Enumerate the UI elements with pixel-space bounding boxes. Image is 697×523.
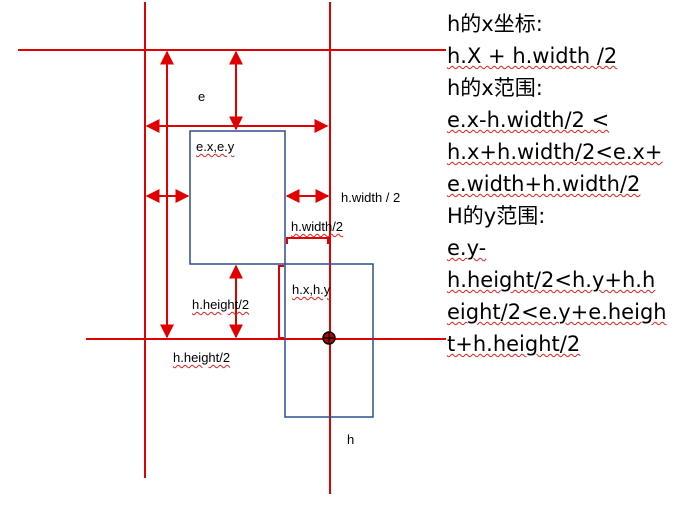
note-line: t+h.height/2 — [447, 332, 581, 356]
note-line: h.x+h.width/2<e.x+ — [447, 140, 663, 164]
note-line: e.y- — [447, 236, 487, 260]
note-line: h.X + h.width /2 — [447, 44, 618, 68]
h-half-width-bracket — [286, 237, 329, 244]
label-e: e — [198, 89, 206, 104]
note-line: h的x范围: — [447, 76, 543, 100]
label-h-height-half-bottom: h.height/2 — [173, 350, 231, 365]
note-line: h的x坐标: — [447, 12, 543, 36]
label-h-height-half-mid: h.height/2 — [192, 297, 250, 312]
range-notes: h的x坐标: h.X + h.width /2 h的x范围: e.x-h.wid… — [447, 8, 695, 360]
note-line: eight/2<e.y+e.heigh — [447, 300, 667, 324]
note-line: e.x-h.width/2 < — [447, 108, 610, 132]
label-e-xy: e.x,e.y — [196, 139, 235, 154]
note-line: H的y范围: — [447, 204, 546, 228]
note-line: e.width+h.width/2 — [447, 172, 641, 196]
label-h-width-half-right: h.width / 2 — [341, 190, 401, 205]
label-h-xy: h.x,h.y — [292, 282, 331, 297]
h-rectangle — [284, 263, 374, 418]
h-half-height-bracket — [278, 265, 284, 339]
label-h-width-half: h.width/2 — [291, 219, 344, 234]
label-h: h — [347, 432, 355, 447]
note-line: h.height/2<h.y+h.h — [447, 268, 656, 292]
